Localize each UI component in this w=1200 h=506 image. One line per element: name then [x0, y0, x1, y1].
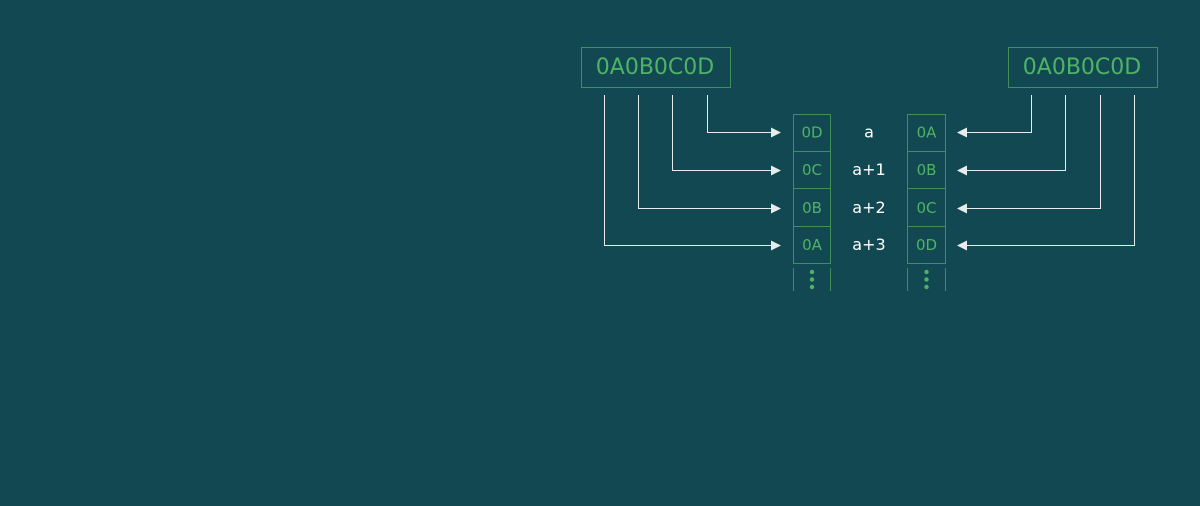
- address-labels: a a+1 a+2 a+3: [852, 123, 885, 255]
- right-register-box: [1008, 47, 1158, 88]
- right-connector-byte-0a: [957, 95, 1032, 138]
- left-memory-cell: [793, 226, 831, 264]
- address-label: a+3: [852, 235, 885, 254]
- address-label: a+2: [852, 198, 885, 217]
- left-register-box: [581, 47, 731, 88]
- left-connectors: [604, 95, 781, 251]
- right-memory-cell-value: 0B: [917, 161, 937, 179]
- vertical-ellipsis-icon: [924, 269, 929, 290]
- left-connector-byte-0c: [672, 95, 781, 176]
- left-memory-cell-value: 0B: [802, 199, 822, 217]
- left-register: 0A0B0C0D: [581, 47, 731, 88]
- right-connector-byte-0b: [957, 95, 1066, 176]
- left-memory-column: 0D 0C 0B 0A: [793, 114, 831, 291]
- right-register: 0A0B0C0D: [1008, 47, 1158, 88]
- right-memory-cell: [907, 226, 946, 264]
- left-connector-byte-0a: [604, 95, 781, 251]
- address-label: a+1: [852, 160, 885, 179]
- right-connector-byte-0c: [957, 95, 1101, 214]
- right-connectors: [957, 95, 1135, 251]
- left-connector-byte-0b: [638, 95, 781, 214]
- right-memory-cell-value: 0C: [916, 199, 936, 217]
- left-register-value: 0A0B0C0D: [596, 55, 714, 80]
- right-connector-byte-0d: [957, 95, 1135, 251]
- right-memory-column: 0A 0B 0C 0D: [907, 114, 946, 291]
- vertical-ellipsis-icon: [809, 269, 815, 290]
- left-memory-cell-value: 0A: [802, 236, 823, 254]
- left-memory-cell-value: 0C: [802, 161, 822, 179]
- right-memory-cell-value: 0A: [917, 124, 938, 142]
- right-memory-cell-value: 0D: [916, 236, 937, 254]
- left-memory-cell-value: 0D: [801, 124, 822, 142]
- left-connector-byte-0d: [707, 95, 781, 138]
- right-register-value: 0A0B0C0D: [1023, 55, 1141, 80]
- address-label: a: [864, 123, 874, 142]
